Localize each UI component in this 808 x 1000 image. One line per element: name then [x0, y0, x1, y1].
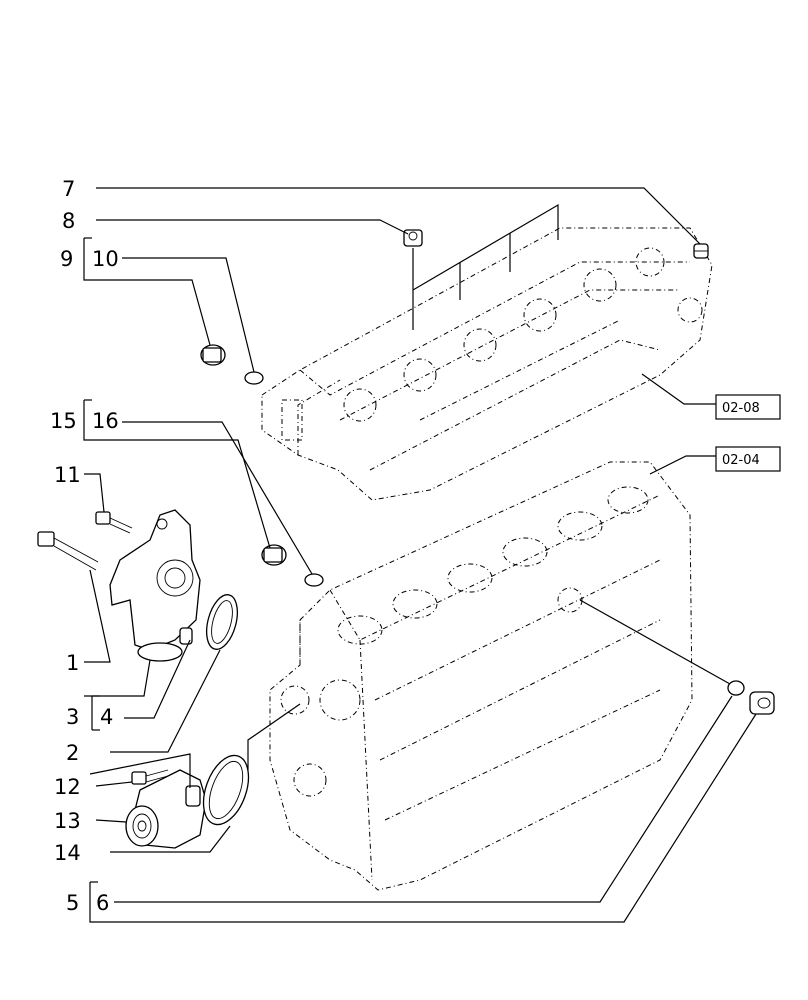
ref-box-cylinder-head — [715, 394, 781, 420]
ref-cylinder-head: 02-08 — [722, 401, 760, 416]
water-pump — [125, 769, 207, 849]
callout-10: 10 — [92, 247, 119, 271]
callout-12: 12 — [54, 775, 81, 799]
bolt-11 — [95, 511, 133, 534]
callout-9: 9 — [60, 247, 73, 271]
callout-15: 15 — [50, 409, 77, 433]
callout-16: 16 — [92, 409, 119, 433]
plug-7 — [693, 243, 709, 259]
washer-10 — [244, 371, 264, 385]
ref-box-crankcase — [715, 446, 781, 472]
callout-11: 11 — [54, 463, 81, 487]
callout-3: 3 — [66, 705, 79, 729]
long-bolt-1 — [37, 531, 99, 571]
bolt-12 — [131, 769, 169, 785]
crankcase-outline — [269, 461, 693, 891]
callout-1: 1 — [66, 651, 79, 675]
o-ring-2 — [206, 594, 238, 650]
callout-7: 7 — [62, 177, 75, 201]
plug-9 — [200, 344, 226, 366]
callout-6: 6 — [96, 891, 109, 915]
plug-6 — [749, 691, 775, 715]
callout-5: 5 — [66, 891, 79, 915]
callout-14: 14 — [54, 841, 81, 865]
gasket-14 — [202, 754, 250, 826]
thermostat-housing — [109, 509, 201, 662]
callout-4: 4 — [100, 705, 113, 729]
ref-crankcase: 02-04 — [722, 453, 760, 468]
callout-13: 13 — [54, 809, 81, 833]
washer-5 — [727, 680, 745, 696]
callout-8: 8 — [62, 209, 75, 233]
bracket-ticks — [84, 237, 100, 883]
callout-2: 2 — [66, 741, 79, 765]
washer-16 — [304, 573, 324, 587]
plug-15 — [261, 544, 287, 566]
plug-8 — [403, 229, 423, 247]
leader-lines — [83, 187, 757, 923]
cylinder-head-outline — [261, 227, 713, 501]
